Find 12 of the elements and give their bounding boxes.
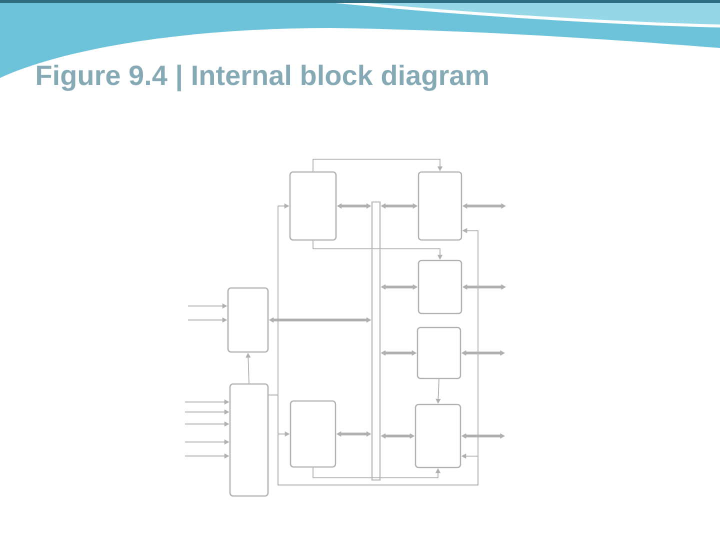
block-box [418, 171, 462, 241]
block-box [290, 400, 336, 468]
block-box [414, 404, 462, 468]
block-box [229, 383, 269, 497]
bus-bar [371, 201, 381, 481]
block-box [416, 326, 462, 380]
arrow [312, 158, 443, 172]
block-box [227, 287, 269, 353]
block-box [418, 260, 462, 314]
arrow [268, 394, 478, 486]
block-box [289, 171, 337, 241]
slide-title: Figure 9.4 | Internal block diagram [37, 64, 488, 92]
